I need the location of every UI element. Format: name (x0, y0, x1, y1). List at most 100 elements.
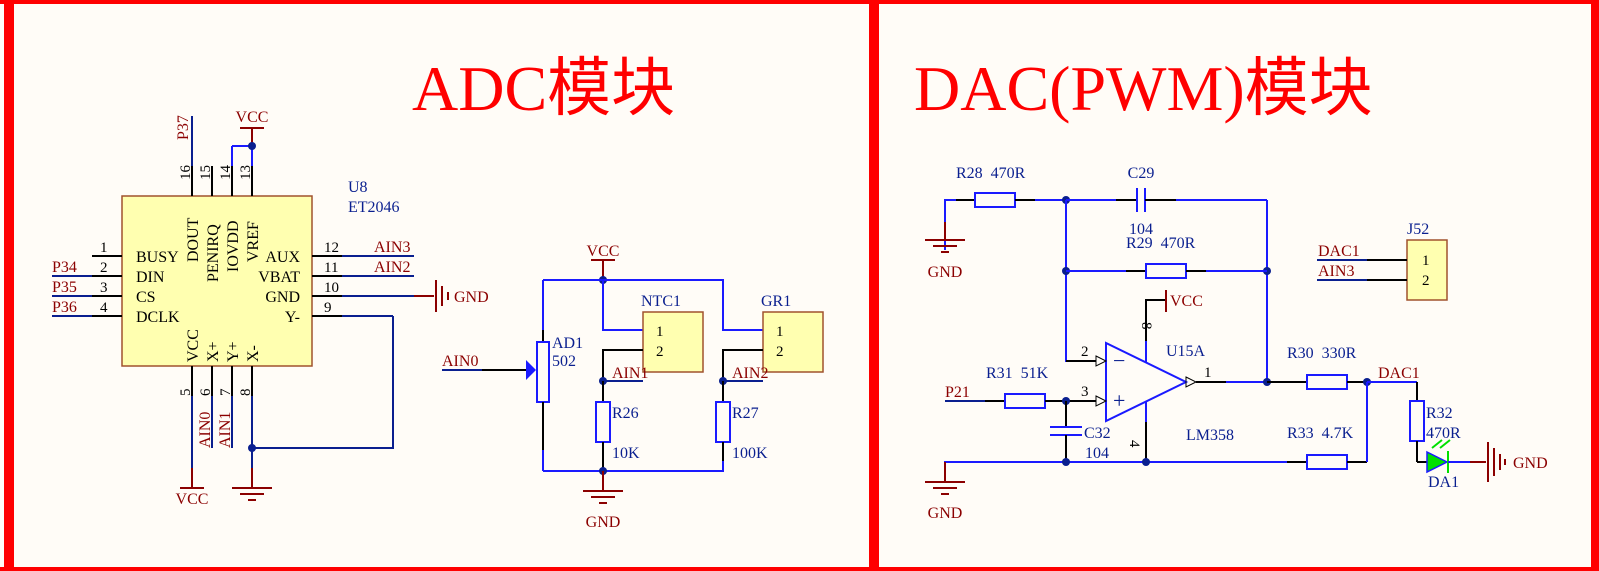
gnd-symbol: GND (1487, 442, 1548, 482)
u8-pin-vcc: VCC (185, 329, 202, 362)
net-dac1: DAC1 (1378, 365, 1420, 382)
u8-pin-gnd: GND (265, 289, 300, 306)
r26-value: 10K (612, 445, 640, 462)
dac-title: DAC(PWM)模块 (914, 53, 1373, 124)
net-p21: P21 (945, 384, 970, 401)
u8-pin-aux: AUX (265, 249, 300, 266)
gnd-symbol: GND (435, 280, 489, 312)
u8-pin-13: 13 (238, 165, 254, 180)
net-ain0: AIN0 (442, 353, 478, 370)
u8-pin-16: 16 (178, 165, 194, 181)
u8-pin-dclk: DCLK (136, 309, 180, 326)
u8-pin-busy: BUSY (136, 249, 179, 266)
j52-ref: J52 (1407, 221, 1429, 238)
j52-pin-2: 2 (1422, 273, 1430, 289)
r26-ref: R26 (612, 405, 639, 422)
gnd-symbol (232, 468, 272, 501)
net-p37: P37 (175, 115, 192, 140)
u8-pin-y-plus: Y+ (225, 341, 242, 362)
u8-part: ET2046 (348, 199, 400, 216)
vcc-label-u8-bottom: VCC (176, 491, 209, 508)
gnd-label-led: GND (1513, 455, 1548, 472)
r32-ref: R32 (1426, 405, 1453, 422)
c32-value: 104 (1085, 445, 1109, 462)
c29-capacitor[interactable]: C29 104 (1066, 165, 1267, 238)
u8-pin-dout: DOUT (185, 217, 202, 262)
gnd-symbol (925, 222, 965, 253)
gnd-symbol (925, 462, 965, 495)
u15a-pin-3: 3 (1081, 384, 1089, 400)
u15a-part: LM358 (1186, 427, 1234, 444)
u8-body (121, 195, 313, 367)
u8-pin-11: 11 (324, 260, 338, 276)
vcc-label-sensors: VCC (587, 243, 620, 260)
opamp-plus: + (1113, 388, 1125, 413)
u8-pin-cs: CS (136, 289, 156, 306)
net-ain2: AIN2 (374, 259, 410, 276)
u8-pin-7: 7 (218, 388, 234, 396)
adc-sensor-circuit: VCC AD1 502 AIN0 NTC1 1 2 AIN (442, 243, 824, 531)
j52-pin-1: 1 (1422, 253, 1430, 269)
u8-pin-y-minus: Y- (285, 309, 300, 326)
net-ain2-sensor: AIN2 (732, 365, 768, 382)
ntc1-pin-1: 1 (656, 324, 664, 340)
j52-net-dac1: DAC1 (1318, 243, 1360, 260)
net-p35: P35 (52, 279, 77, 296)
u8-pin-9: 9 (324, 300, 332, 316)
u15a-pin-1: 1 (1204, 365, 1212, 381)
u15a-ref: U15A (1166, 343, 1206, 360)
u8-pin-1: 1 (100, 240, 108, 256)
u8-pin-6: 6 (198, 388, 214, 396)
u8-pin-10: 10 (324, 280, 339, 296)
net-ain3: AIN3 (374, 239, 410, 256)
ad1-ref: AD1 (552, 335, 583, 352)
ntc1-pin-2: 2 (656, 344, 664, 360)
gnd-label-dac: GND (928, 505, 963, 522)
u8-pin-4: 4 (100, 300, 108, 316)
r26-resistor[interactable]: R26 10K (595, 381, 640, 471)
gr1-ref: GR1 (761, 293, 791, 310)
u8-pin-penirq: PENIRQ (205, 224, 222, 282)
u15a-opamp[interactable]: − + U15A LM358 2 3 VCC 8 4 1 (1065, 290, 1234, 462)
ntc1-thermistor[interactable]: NTC1 1 2 (641, 293, 704, 373)
r32-resistor[interactable]: R32 470R (1409, 382, 1461, 462)
u8-pin-3: 3 (100, 280, 108, 296)
u8-pin-5: 5 (178, 389, 194, 397)
ad1-potentiometer[interactable]: AD1 502 AIN0 (442, 330, 583, 471)
ntc1-ref: NTC1 (641, 293, 681, 310)
r27-ref: R27 (732, 405, 759, 422)
u8-pin-x-minus: X- (245, 345, 262, 362)
r27-resistor[interactable]: R27 100K (715, 381, 768, 462)
gnd-label-r28: GND (928, 264, 963, 281)
u15a-pin-8: 8 (1138, 322, 1154, 330)
u15a-pin-4: 4 (1126, 440, 1142, 448)
net-ain1-u8: AIN1 (217, 412, 234, 448)
gnd-label-sensors: GND (586, 514, 621, 531)
c32-capacitor[interactable]: C32 104 (1050, 401, 1111, 462)
net-p36: P36 (52, 299, 77, 316)
u8-pin-iovdd: IOVDD (225, 220, 242, 272)
u8-pin-8: 8 (238, 389, 254, 397)
da1-led[interactable]: DA1 (1417, 439, 1486, 491)
c29-ref: C29 (1128, 165, 1155, 182)
da1-ref: DA1 (1428, 474, 1459, 491)
u8-ic[interactable]: U8 ET2046 1 2 3 4 P34 P35 P36 BUSY DIN C… (52, 109, 489, 508)
adc-title: ADC模块 (412, 53, 675, 124)
net-ain0-u8: AIN0 (197, 412, 214, 448)
c29-value: 104 (1129, 221, 1153, 238)
gr1-photoresistor[interactable]: GR1 1 2 (761, 293, 824, 373)
gr1-pin-2: 2 (776, 344, 784, 360)
j52-connector[interactable]: J52 1 2 DAC1 AIN3 (1317, 221, 1448, 301)
